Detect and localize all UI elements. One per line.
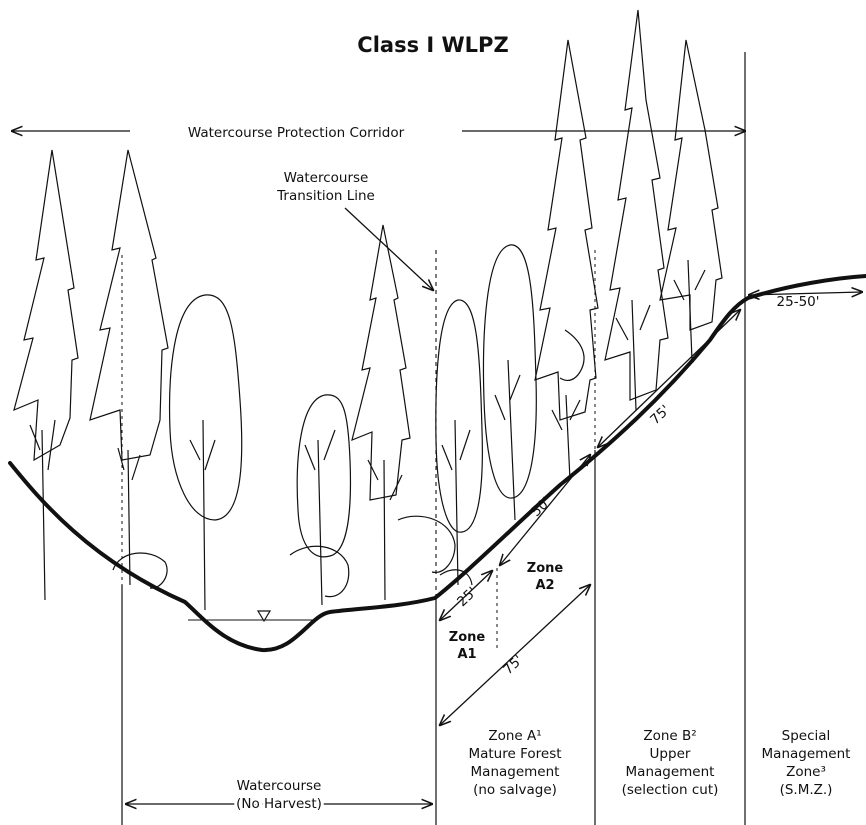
zone-a2-label-line1: Zone [527, 561, 564, 576]
zone-a-label: Zone A¹ Mature Forest Management (no sal… [468, 728, 561, 798]
smz-label: Special Management Zone³ (S.M.Z.) [762, 728, 851, 798]
zone-a1-distance: 25' [454, 584, 480, 610]
zone-a1-label-line2: A1 [457, 647, 476, 662]
slope-dimension-arrows [440, 292, 862, 725]
transition-pointer-arrow [344, 207, 433, 290]
water-surface-triangle-icon [256, 610, 272, 623]
svg-text:Management: Management [762, 746, 851, 762]
svg-text:Watercourse: Watercourse [237, 778, 322, 794]
svg-text:(selection cut): (selection cut) [622, 782, 719, 798]
watercourse-zone-label: Watercourse (No Harvest) [233, 778, 325, 815]
transition-label-line1: Watercourse [284, 170, 369, 186]
svg-text:Zone A¹: Zone A¹ [488, 728, 541, 744]
svg-text:Mature Forest: Mature Forest [468, 746, 561, 762]
boundary-lines [121, 52, 746, 825]
svg-text:Special: Special [782, 728, 831, 744]
transition-label-line2: Transition Line [276, 188, 375, 204]
svg-text:Zone³: Zone³ [786, 764, 826, 780]
corridor-label: Watercourse Protection Corridor [188, 125, 405, 141]
svg-text:Zone B²: Zone B² [643, 728, 696, 744]
zone-a1-label-line1: Zone [449, 630, 486, 645]
zone-a-total-distance: 75' [500, 652, 526, 678]
svg-text:(no salvage): (no salvage) [473, 782, 557, 798]
svg-text:(No Harvest): (No Harvest) [236, 796, 322, 812]
zone-b-label: Zone B² Upper Management (selection cut) [622, 728, 719, 798]
svg-text:Management: Management [626, 764, 715, 780]
ground-profile [8, 274, 866, 653]
diagram-title: Class I WLPZ [357, 33, 508, 57]
zone-a2-label-line2: A2 [535, 578, 554, 593]
svg-text:Upper: Upper [650, 746, 691, 762]
svg-text:Management: Management [471, 764, 560, 780]
svg-text:(S.M.Z.): (S.M.Z.) [780, 782, 833, 798]
zone-a2-distance: 50' [528, 494, 554, 520]
tree-illustrations [13, 9, 723, 611]
smz-distance: 25-50' [777, 294, 820, 310]
